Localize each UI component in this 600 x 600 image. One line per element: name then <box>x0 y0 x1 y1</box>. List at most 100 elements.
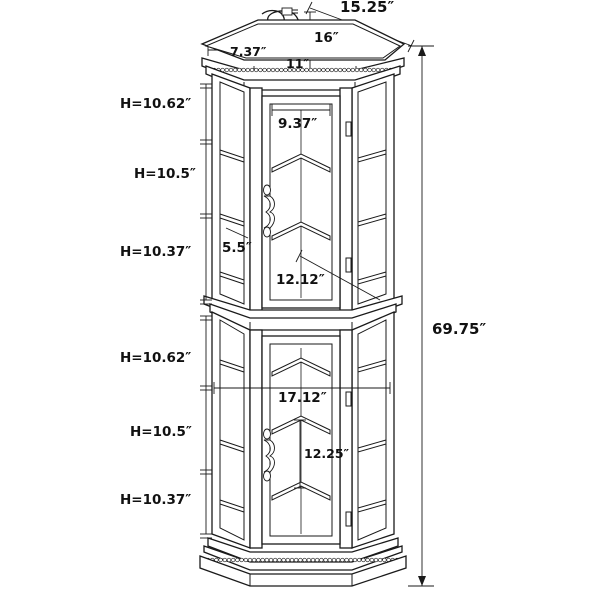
side-shelf-right <box>357 213 387 227</box>
bead <box>317 67 322 73</box>
bead <box>340 557 345 563</box>
bead <box>291 67 297 73</box>
door-handle-upper-icon <box>263 184 275 238</box>
bead <box>382 557 387 563</box>
bead <box>281 557 286 563</box>
bead <box>243 557 248 563</box>
bead <box>359 67 364 73</box>
bead <box>241 67 246 73</box>
bead <box>254 67 259 73</box>
side-shelf-right <box>357 359 387 373</box>
bead <box>371 67 376 73</box>
bead <box>312 67 318 73</box>
bead <box>304 67 309 73</box>
center-shelf <box>271 357 331 377</box>
bead <box>275 67 280 73</box>
bead <box>258 67 263 73</box>
bead <box>331 557 337 563</box>
bead <box>249 67 255 73</box>
center-shelf <box>271 221 331 241</box>
side-shelf-right <box>357 271 387 285</box>
shelves <box>219 149 387 513</box>
bead <box>352 557 358 563</box>
door-handle-lower-icon <box>263 428 275 482</box>
bead <box>235 557 240 563</box>
side-shelf-left <box>219 271 245 285</box>
bead <box>266 67 271 73</box>
bead <box>378 557 383 563</box>
bead <box>298 557 303 563</box>
label-top-side: 7.37″ <box>230 44 267 59</box>
bead <box>226 557 232 563</box>
side-shelf-left <box>219 499 245 513</box>
bead <box>338 67 343 73</box>
bead <box>264 557 269 563</box>
label-inner-width-top: 9.37″ <box>278 116 317 132</box>
bead <box>239 557 244 563</box>
side-shelf-left <box>219 359 245 373</box>
bead <box>357 557 362 563</box>
side-shelf-left <box>219 149 245 163</box>
bead <box>321 67 326 73</box>
bead <box>315 557 320 563</box>
bead <box>310 557 316 563</box>
bead <box>285 557 290 563</box>
label-overall-height: 69.75″ <box>432 320 486 338</box>
bead <box>323 557 328 563</box>
bead <box>283 67 288 73</box>
side-shelf-right <box>357 149 387 163</box>
bead <box>342 67 347 73</box>
lower-cabinet <box>211 310 395 549</box>
dimension-labels: 15.25″ 16″ 7.37″ 11″ 69.75″ 9.37″ 5.5″ 1… <box>120 0 486 508</box>
bead <box>361 557 366 563</box>
bead <box>348 557 353 563</box>
bead <box>279 67 284 73</box>
bead <box>296 67 301 73</box>
label-top-width: 15.25″ <box>340 0 394 16</box>
label-lower-shelf-height-3: H=10.37″ <box>120 492 191 508</box>
bead <box>287 67 292 73</box>
bead <box>270 67 276 73</box>
crown-beads-strip <box>207 67 397 73</box>
side-shelf-left <box>219 439 245 453</box>
bead <box>256 557 261 563</box>
bead <box>222 557 227 563</box>
bead <box>336 557 341 563</box>
bead <box>247 557 253 563</box>
bead <box>373 557 379 563</box>
bead <box>268 557 274 563</box>
bead <box>260 557 265 563</box>
bead <box>308 67 313 73</box>
cabinet-base <box>199 537 407 587</box>
bead <box>300 67 305 73</box>
bead <box>367 67 372 73</box>
bead <box>252 557 257 563</box>
bead <box>218 557 223 563</box>
label-inner-depth-lower: 12.25″ <box>304 446 350 461</box>
shelf-height-dimension-lines <box>200 83 212 539</box>
hinge-icons <box>345 121 352 527</box>
bead <box>344 557 349 563</box>
bead <box>346 67 351 73</box>
bead <box>233 67 238 73</box>
bead <box>350 67 355 73</box>
side-shelf-left <box>219 213 245 227</box>
bead <box>325 67 330 73</box>
label-inner-depth-upper: 12.12″ <box>276 272 325 288</box>
center-shelf <box>271 481 331 501</box>
cabinet-top <box>200 19 406 91</box>
bead <box>231 557 236 563</box>
bead <box>302 557 307 563</box>
bead <box>289 557 295 563</box>
bead <box>365 557 370 563</box>
bead <box>294 557 299 563</box>
label-top-depth: 16″ <box>314 30 339 46</box>
bead <box>327 557 332 563</box>
label-inner-width-lower: 17.12″ <box>278 390 327 406</box>
bead <box>363 67 368 73</box>
side-shelf-right <box>357 439 387 453</box>
label-upper-shelf-height-1: H=10.62″ <box>120 96 191 112</box>
bead <box>277 557 282 563</box>
internal-dimension-lines <box>213 104 391 489</box>
